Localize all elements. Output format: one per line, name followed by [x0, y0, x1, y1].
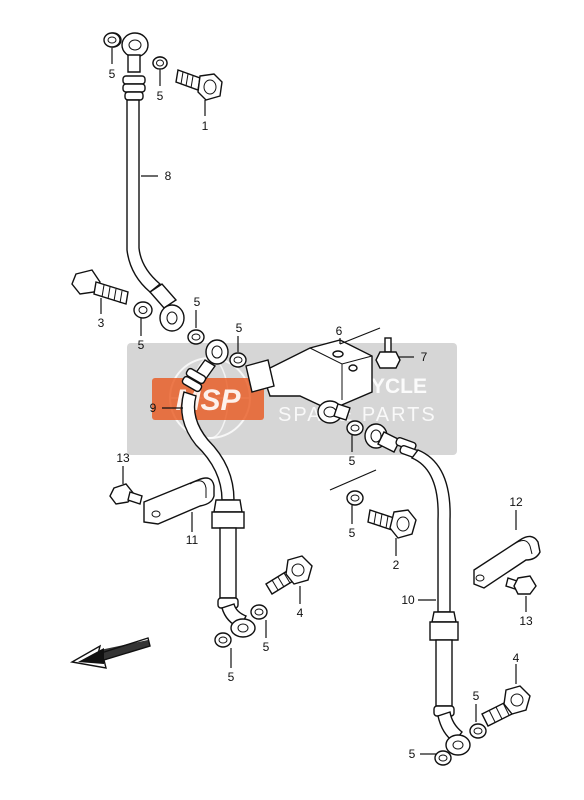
callout-1: 1	[202, 119, 209, 133]
callout-8: 8	[165, 169, 172, 183]
callout-9: 9	[150, 401, 157, 415]
callout-5-f: 5	[349, 454, 356, 468]
callout-7: 7	[421, 350, 428, 364]
union-bolt-2	[367, 509, 417, 539]
clamp-11	[143, 477, 215, 525]
callout-2: 2	[393, 558, 400, 572]
callout-5-a: 5	[109, 67, 116, 81]
callout-10: 10	[401, 593, 415, 607]
callout-numbers: 5 5 1 8 3 5 5 5 6 7 9 5 5 2 13 11 12 13 …	[98, 67, 533, 761]
bolt-13-left	[109, 483, 143, 505]
washer-d	[229, 352, 247, 368]
watermark-logo-box	[152, 378, 264, 420]
bolt-13-right	[505, 575, 537, 595]
callout-3: 3	[98, 316, 105, 330]
washer-i	[469, 723, 487, 739]
callout-5-c: 5	[138, 338, 145, 352]
washer-e	[346, 420, 364, 436]
callout-11: 11	[186, 533, 199, 547]
washer-a	[103, 32, 121, 48]
leader-lines	[100, 48, 527, 755]
callout-5-k: 5	[409, 747, 416, 761]
bolt-7	[375, 337, 401, 369]
callout-4-left: 4	[297, 606, 304, 620]
callout-13-left: 13	[116, 451, 130, 465]
washer-g	[250, 604, 268, 620]
callout-12: 12	[509, 495, 523, 509]
washer-f	[346, 490, 364, 506]
washer-c	[187, 329, 205, 345]
upper-brake-hose	[104, 32, 185, 332]
union-bolt-4-right	[481, 685, 531, 727]
callout-13-right: 13	[519, 614, 533, 628]
washers	[103, 32, 487, 766]
callout-5-i: 5	[228, 670, 235, 684]
callout-5-j: 5	[473, 689, 480, 703]
callout-5-h: 5	[263, 640, 270, 654]
union-bolt-1	[175, 69, 223, 101]
watermark-line2: SPARE PARTS	[278, 404, 437, 426]
right-brake-hose	[364, 423, 471, 756]
washer-j	[434, 750, 452, 766]
brake-hose-joint	[245, 339, 373, 424]
callout-6: 6	[336, 324, 343, 338]
union-bolt-4-left	[265, 555, 313, 595]
left-brake-hose	[181, 339, 256, 638]
callout-5-e: 5	[236, 321, 243, 335]
front-direction-arrow-icon	[69, 637, 151, 669]
callout-5-d: 5	[194, 295, 201, 309]
callout-4-right: 4	[513, 651, 520, 665]
washer-b	[152, 56, 168, 70]
clamp-12	[473, 535, 541, 589]
callout-5-g: 5	[349, 526, 356, 540]
washer-h	[214, 632, 232, 648]
callout-5-b: 5	[157, 89, 164, 103]
union-bolt-3	[71, 269, 129, 305]
